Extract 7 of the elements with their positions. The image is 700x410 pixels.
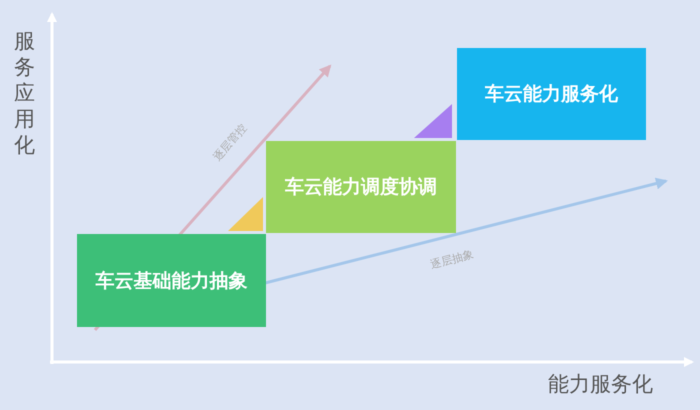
process-box: 车云能力服务化 <box>457 48 646 140</box>
arrow-label: 逐层管控 <box>210 120 250 164</box>
process-box: 车云基础能力抽象 <box>77 234 266 327</box>
process-box: 车云能力调度协调 <box>266 141 456 233</box>
axis-label: 服务应用化 <box>14 28 36 158</box>
arrow-label: 逐层抽象 <box>428 246 476 272</box>
axis-label: 能力服务化 <box>548 371 653 398</box>
